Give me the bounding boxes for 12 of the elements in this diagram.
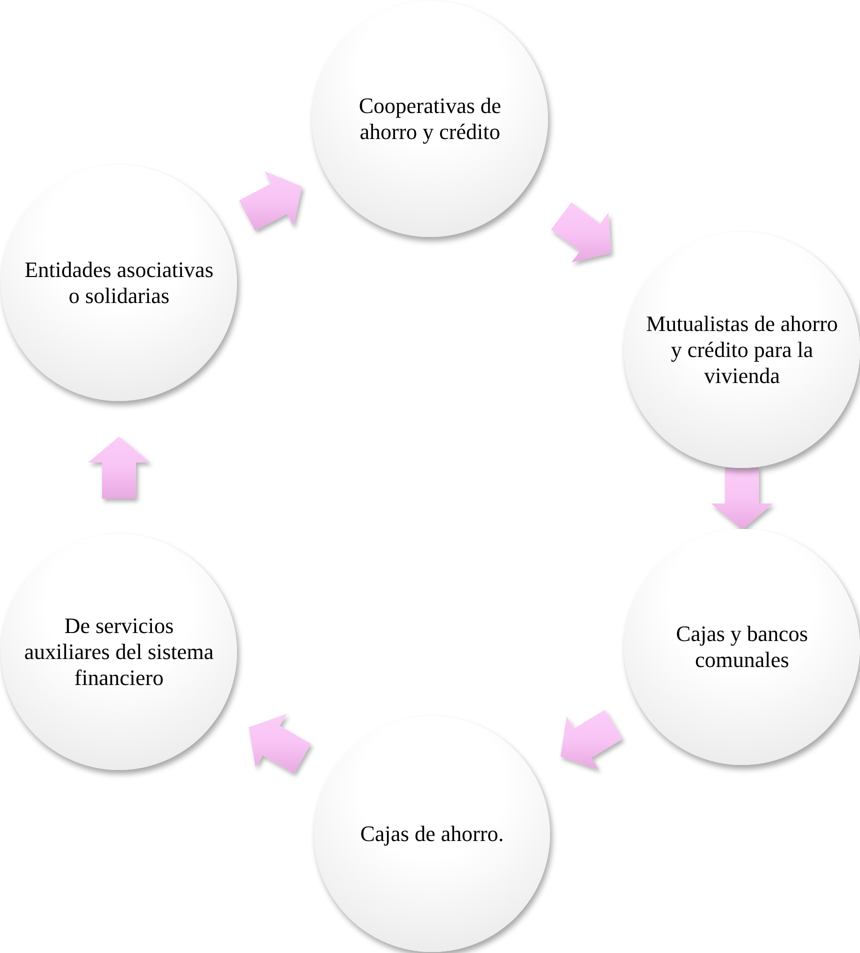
node-label: Entidades asociativas o solidarias — [24, 257, 214, 309]
node-label: Cooperativas de ahorro y crédito — [358, 93, 502, 145]
block-arrow — [551, 202, 611, 262]
node-label: Cajas de ahorro. — [360, 821, 504, 847]
node-label: De servicios auxiliares del sistema financiero — [23, 613, 215, 691]
node-label: Mutualistas de ahorro y crédito para la vivienda — [645, 311, 839, 389]
block-arrow — [560, 710, 622, 770]
block-arrow — [88, 436, 150, 498]
block-arrow — [248, 714, 311, 774]
node-label: Cajas y bancos comunales — [675, 621, 809, 673]
block-arrow — [711, 468, 773, 530]
block-arrow — [239, 171, 302, 230]
